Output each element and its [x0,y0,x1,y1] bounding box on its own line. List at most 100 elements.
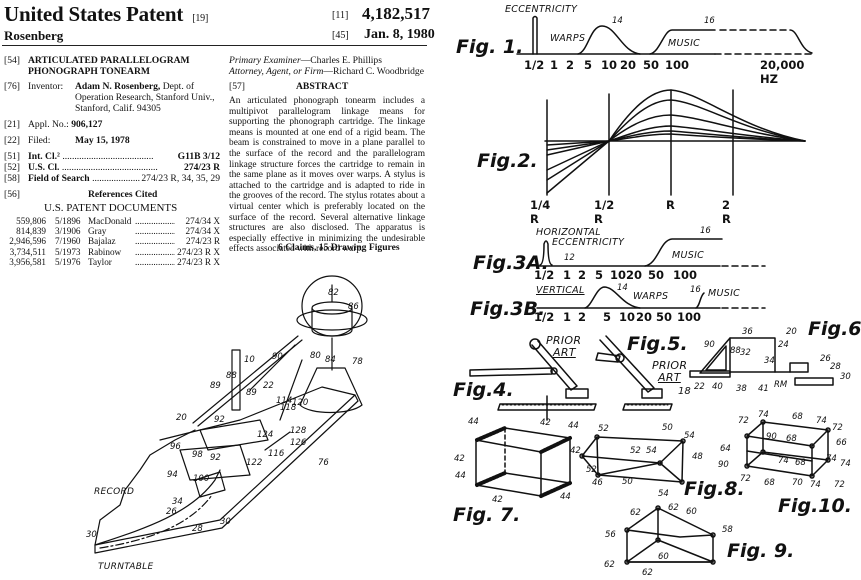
fig3b-warps: WARPS [633,291,669,302]
patent-number-code: [11] [332,10,349,21]
reference-number: 3,734,511 [9,246,46,257]
fig1-music: MUSIC [668,38,701,49]
fig3b-tick: 100 [677,310,702,324]
fig3a-tick: 50 [648,268,665,282]
reference-name: MacDonald [88,216,132,226]
main-drawing-ref: 126 [290,438,307,448]
main-drawing-ref: 22 [263,381,274,391]
fig3a-ref-12: 12 [564,253,575,263]
main-drawing-ref: 30 [86,530,97,540]
fig9-ref: 62 [630,508,641,518]
motor [311,307,353,337]
reference-number: 814,839 [16,226,46,237]
title-line-1: ARTICULATED PARALLELOGRAM [28,55,190,66]
reference-name: Gray [88,226,107,237]
fig8-ref: 46 [592,478,603,488]
inventor-surname: Rosenberg [4,28,64,43]
fig5-label: Fig.5. [627,333,688,355]
reference-number: 3,956,581 [9,256,46,267]
fig7-ref: 44 [468,417,479,427]
fig4-prior-art-line2: ART [553,346,576,359]
fig7-ref: 44 [455,471,466,481]
main-drawing-ref: 122 [246,458,263,468]
fig3a-tick: 1/2 [534,268,555,282]
fig2-tick: 1/2 R [594,198,615,226]
fig3b-tick: 20 [636,310,653,324]
fig10-ref: 72 [740,474,751,484]
main-drawing-ref: 118 [280,403,297,413]
fig1-warps: WARPS [550,33,586,44]
fig1-tick: 5 [584,58,593,72]
field-title: [54]ARTICULATED PARALLELOGRAM PHONOGRAPH… [4,55,190,78]
fig3a-tick: 20 [626,268,643,282]
attorney-label: Attorney, Agent, or Firm [229,65,324,77]
main-drawing-ref: 86 [348,302,359,312]
fig2-curve-1 [546,89,806,194]
main-drawing-ref: 128 [290,426,307,436]
fig1-tick: 1 [550,58,559,72]
fig8-ref: 50 [662,423,673,433]
fig10-ref: 72 [834,480,845,490]
fig5-prior-art-line2: ART [658,371,681,384]
fig8-ref: 54 [684,431,695,441]
fig10-ref: 74 [816,416,827,426]
main-drawing-ref: 28 [192,524,203,534]
fig1-ref-14: 14 [612,16,623,26]
reference-date: 5/1976 [55,256,81,267]
field-search-label: Field of Search [28,173,90,184]
fig7-ref: 42 [570,446,581,456]
main-drawing-ref: 124 [257,430,274,440]
reference-date: 5/1973 [55,246,81,257]
main-drawing-ref: 92 [210,453,221,463]
fig7-ref: 44 [568,421,579,431]
header-title-text: United States Patent [4,2,184,26]
main-drawing-ref: 76 [318,458,329,468]
filed-label: Filed: [28,135,51,146]
gimbal [301,275,363,337]
main-drawing-ref: 82 [328,288,339,298]
fig9-ref: 58 [722,525,733,535]
header-rule [2,45,427,46]
fig5-drawing [595,335,673,411]
fig9-ref: 62 [668,503,679,513]
fig3a-eccentricity: ECCENTRICITY [552,237,625,248]
main-drawing-ref: 20 [176,413,187,423]
linkage-frame [199,419,269,451]
fig1-tick: 2 [566,58,575,72]
fig8-drawing [579,434,686,485]
filed-value: May 15, 1978 [75,135,130,146]
reference-class: 274/23 R [186,236,220,247]
fig2-curve-2 [546,99,806,181]
patent-number: 4,182,517 [362,4,430,23]
patent-header-title: United States Patent [19] [4,2,208,27]
main-drawing-ref: 80 [310,351,321,361]
fig2-graph [544,89,806,196]
fig6-ref: 90 [704,340,715,350]
reference-date: 7/1960 [55,236,81,247]
fig1-ref-16: 16 [704,16,715,26]
fig3b-ref-16: 16 [690,285,701,295]
fig6-ref: 24 [778,340,789,350]
reference-class: 274/34 X [185,226,220,237]
fig10-ref: 68 [786,434,797,444]
fig9-ref: 56 [605,530,616,540]
us-cl-label: U.S. Cl. [28,162,60,173]
fig6-ref: 22 [694,382,705,392]
int-cl-label: Int. Cl.² [28,151,60,162]
leader-dots: ........................... [135,256,175,267]
fig3a-label: Fig.3A. [473,252,549,274]
leader-dots: ........................... [135,236,175,247]
fig1-music-curve [649,29,716,55]
fig3b-tick: 1/2 [534,310,555,324]
fig1-label: Fig. 1. [456,36,524,58]
fig4-label: Fig.4. [453,379,514,401]
fig1-tick: 50 [643,58,660,72]
fig6-drawing [689,337,834,386]
leader-dots: .................... [92,173,141,184]
fig10-ref: 66 [836,438,847,448]
primary-examiner-label: Primary Examiner [229,55,301,66]
fig6-ref: 40 [712,382,723,392]
leader-dots: ...................... [135,216,175,226]
fig3a-horizontal: HORIZONTAL [536,227,601,238]
